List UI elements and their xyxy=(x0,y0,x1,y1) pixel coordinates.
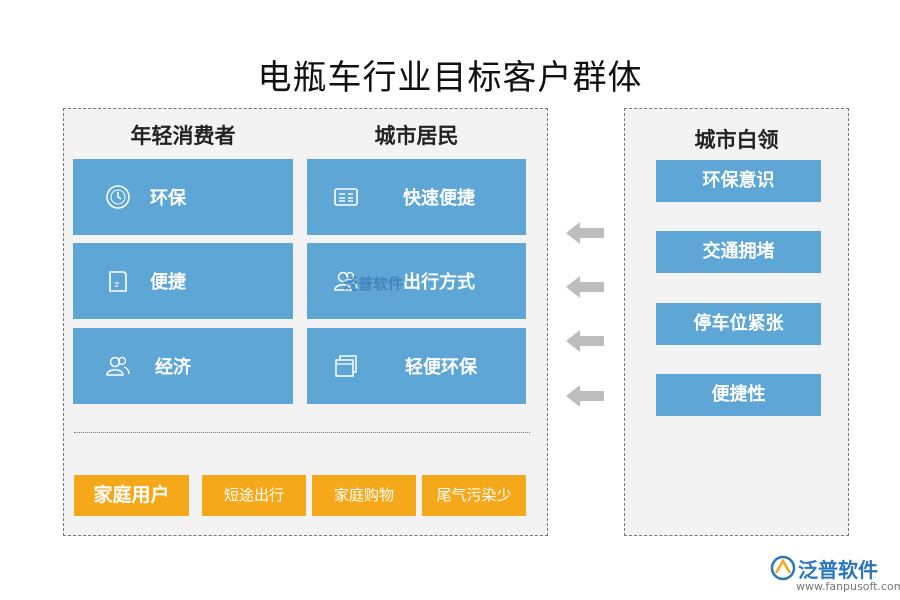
document-icon xyxy=(105,268,131,294)
windows-icon xyxy=(333,353,359,379)
left-arrow-icon xyxy=(566,385,604,407)
logo-mark-icon xyxy=(770,555,796,581)
card-label: 出行方式 xyxy=(403,272,475,293)
card-economy: 经济 xyxy=(73,328,293,404)
logo-text: 泛普软件 xyxy=(798,558,878,582)
low-emission-box: 尾气污染少 xyxy=(422,475,526,516)
heading-city-white-collar: 城市白领 xyxy=(694,127,779,152)
heading-young-consumers: 年轻消费者 xyxy=(130,123,236,148)
clock-icon xyxy=(105,184,131,210)
dotted-divider xyxy=(74,432,530,433)
short-trip-box: 短途出行 xyxy=(202,475,306,516)
card-label: 快速便捷 xyxy=(403,188,475,209)
card-label: 环保 xyxy=(150,188,186,209)
diagram-title: 电瓶车行业目标客户群体 xyxy=(257,58,643,98)
family-users-box: 家庭用户 xyxy=(74,475,189,516)
card-fast-convenient: 快速便捷 xyxy=(307,159,526,235)
family-shopping-box: 家庭购物 xyxy=(312,475,416,516)
brand-logo: 泛普软件 www.fanpusoft.com xyxy=(770,552,900,596)
logo-url: www.fanpusoft.com xyxy=(796,580,900,593)
card-eco: 环保 xyxy=(73,159,293,235)
card-travel-mode: 泛普软件 出行方式 xyxy=(307,243,526,319)
people-icon xyxy=(105,353,131,379)
card-label: 轻便环保 xyxy=(405,357,477,378)
right-item-convenience: 便捷性 xyxy=(656,374,821,416)
left-arrow-icon xyxy=(566,330,604,352)
right-item-eco-awareness: 环保意识 xyxy=(656,160,821,202)
card-convenient: 便捷 xyxy=(73,243,293,319)
card-label: 经济 xyxy=(155,357,191,378)
left-arrow-icon xyxy=(566,222,604,244)
card-label: 便捷 xyxy=(150,272,186,293)
watermark-text: 泛普软件 xyxy=(343,275,404,293)
heading-city-residents: 城市居民 xyxy=(374,123,459,148)
people-icon xyxy=(333,268,359,294)
right-item-traffic: 交通拥堵 xyxy=(656,231,821,273)
newspaper-icon xyxy=(333,184,359,210)
right-item-parking: 停车位紧张 xyxy=(656,303,821,345)
left-arrow-icon xyxy=(566,276,604,298)
card-light-eco: 轻便环保 xyxy=(307,328,526,404)
